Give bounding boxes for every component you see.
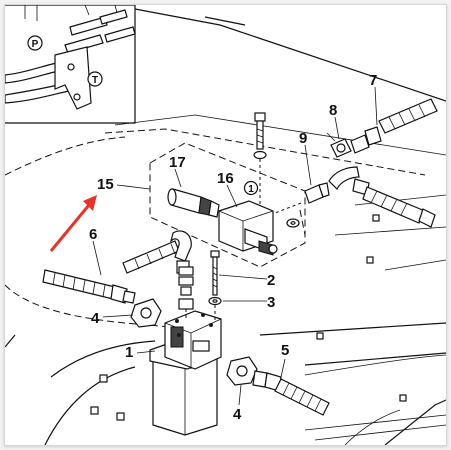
svg-text:1: 1 — [248, 184, 254, 195]
callout-labels: 15 17 16 6 7 8 9 2 3 4 1 5 4 — [89, 72, 377, 423]
callout-4-right: 4 — [233, 406, 242, 423]
fitting-4-left — [130, 298, 162, 328]
fitting-8 — [326, 132, 352, 158]
fitting-4-right — [226, 356, 258, 386]
valve-marker-1: 1 — [243, 180, 259, 196]
machine-body-outline — [5, 8, 446, 445]
callout-1: 1 — [125, 344, 133, 361]
hose-7 — [350, 98, 438, 154]
fitting-9 — [274, 182, 330, 214]
callout-15: 15 — [97, 176, 114, 193]
diagram-frame: P T — [4, 4, 447, 446]
hose-6 — [42, 269, 136, 304]
port-t-label: T — [87, 71, 103, 87]
callout-16: 16 — [217, 170, 234, 187]
callout-2: 2 — [267, 272, 275, 289]
pump-body — [164, 310, 222, 370]
callout-17: 17 — [169, 154, 186, 171]
bolt-2 — [210, 250, 220, 296]
port-p-label: P — [27, 35, 43, 51]
washer-3 — [208, 296, 222, 306]
valve-16 — [218, 200, 278, 256]
pump-fitting-stack — [178, 266, 194, 321]
group-15-boundary — [5, 136, 306, 331]
callout-9: 9 — [299, 130, 307, 147]
svg-text:T: T — [92, 75, 98, 86]
inset-hoses — [5, 5, 136, 104]
inset-detail: P T — [5, 5, 136, 124]
solenoid-17 — [167, 188, 220, 218]
callout-5: 5 — [281, 342, 289, 359]
valve-mount-bolt — [253, 112, 267, 213]
hose-5 — [252, 370, 330, 416]
callout-6: 6 — [89, 226, 97, 243]
callout-4-left: 4 — [91, 310, 100, 327]
hose-right-middle — [328, 166, 436, 228]
callout-7: 7 — [369, 72, 377, 89]
exploded-parts-diagram: P T — [5, 5, 446, 445]
inset-bracket — [54, 46, 92, 110]
callout-8: 8 — [329, 102, 337, 119]
highlight-arrow — [49, 195, 97, 252]
callout-3: 3 — [267, 294, 275, 311]
valve-washer — [286, 218, 300, 228]
svg-text:P: P — [32, 39, 39, 50]
valve-assembly-box — [149, 142, 306, 268]
leader-lines — [92, 86, 378, 406]
